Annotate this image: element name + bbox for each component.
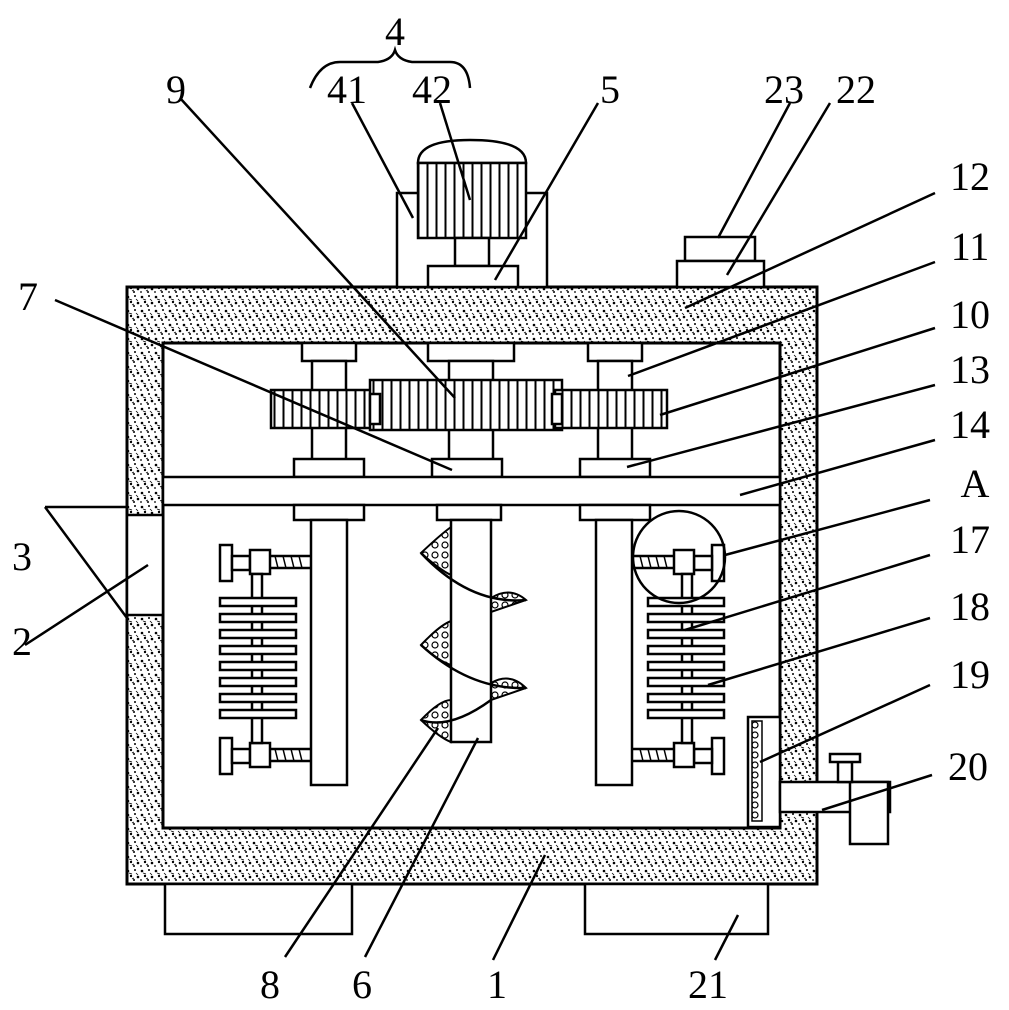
label-18: 18: [950, 584, 990, 629]
lower-collars: [292, 503, 652, 522]
label-5: 5: [600, 67, 620, 112]
filter-screen: [746, 715, 782, 829]
motor-assembly: [395, 138, 549, 289]
label-42: 42: [412, 67, 452, 112]
label-3: 3: [12, 534, 32, 579]
bearing-seats: [300, 341, 644, 363]
label-41: 41: [327, 67, 367, 112]
label-10: 10: [950, 292, 990, 337]
lower-shafts: [309, 518, 634, 787]
label-4: 4: [385, 9, 405, 54]
support-feet: [163, 882, 770, 936]
label-6: 6: [352, 962, 372, 1007]
collars: [292, 457, 652, 479]
label-12: 12: [950, 154, 990, 199]
label-a: A: [961, 461, 990, 506]
label-7: 7: [18, 274, 38, 319]
right-scraper: [631, 509, 727, 776]
label-21: 21: [688, 962, 728, 1007]
partition-plate: [161, 475, 782, 507]
label-17: 17: [950, 517, 990, 562]
label-23: 23: [764, 67, 804, 112]
left-scraper: [218, 543, 311, 776]
top-device: [675, 235, 766, 289]
label-13: 13: [950, 347, 990, 392]
label-19: 19: [950, 652, 990, 697]
label-8: 8: [260, 962, 280, 1007]
label-1: 1: [487, 962, 507, 1007]
spiral-blades: [419, 525, 528, 744]
gear-train: [269, 378, 669, 432]
leader-lines: [24, 45, 936, 961]
detail-circle-a: [631, 509, 727, 605]
label-11: 11: [951, 224, 990, 269]
label-20: 20: [948, 744, 988, 789]
label-2: 2: [12, 619, 32, 664]
feed-inlet: [43, 505, 165, 619]
label-22: 22: [836, 67, 876, 112]
outlet-valve: [778, 752, 892, 846]
label-14: 14: [950, 402, 990, 447]
label-9: 9: [166, 67, 186, 112]
part-labels: 4 41 42 5 9 23 22 12 11 10 13 14 A 17 18…: [12, 9, 990, 1007]
